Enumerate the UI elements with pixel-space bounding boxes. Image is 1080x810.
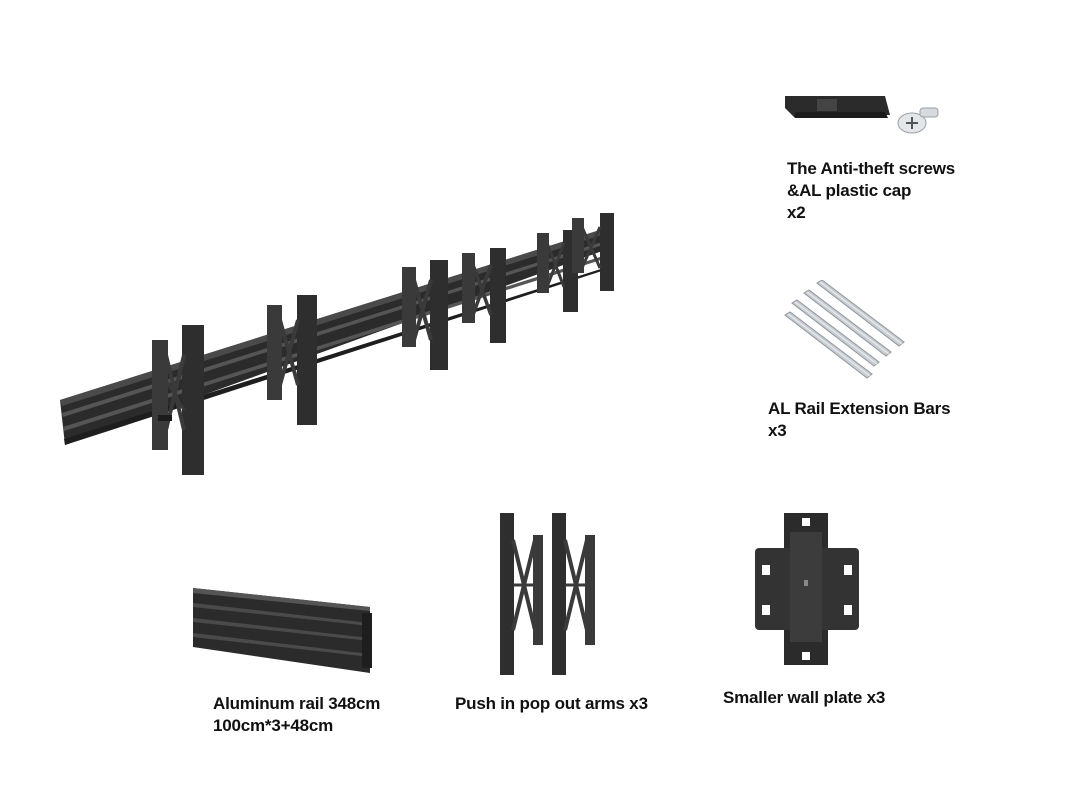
- anti-theft-label-line2: &AL plastic cap: [787, 181, 912, 200]
- pop-out-arms-label-line1: Push in pop out arms x3: [455, 694, 648, 713]
- anti-theft-screw-cap-image: [785, 96, 939, 134]
- wall-plate-label: Smaller wall plate x3: [723, 687, 885, 709]
- anti-theft-label: The Anti-theft screws &AL plastic cap x2: [787, 158, 955, 224]
- extension-bars-label-line2: x3: [768, 421, 787, 440]
- anti-theft-label-line1: The Anti-theft screws: [787, 159, 956, 178]
- pop-out-arms-image: [500, 513, 595, 675]
- extension-bars-label-line1: AL Rail Extension Bars: [768, 399, 951, 418]
- pop-out-arms-label: Push in pop out arms x3: [455, 693, 648, 715]
- aluminum-rail-label: Aluminum rail 348cm 100cm*3+48cm: [213, 693, 380, 737]
- wall-plate-label-line1: Smaller wall plate x3: [723, 688, 886, 707]
- anti-theft-label-line3: x2: [787, 203, 806, 222]
- aluminum-rail-image: [193, 588, 372, 673]
- assembled-mount-image: [60, 213, 614, 475]
- extension-bars-label: AL Rail Extension Bars x3: [768, 398, 951, 442]
- extension-bars-image: [784, 280, 905, 379]
- aluminum-rail-label-line1: Aluminum rail 348cm: [213, 694, 381, 713]
- wall-plate-image: [755, 513, 859, 665]
- aluminum-rail-label-line2: 100cm*3+48cm: [213, 716, 334, 735]
